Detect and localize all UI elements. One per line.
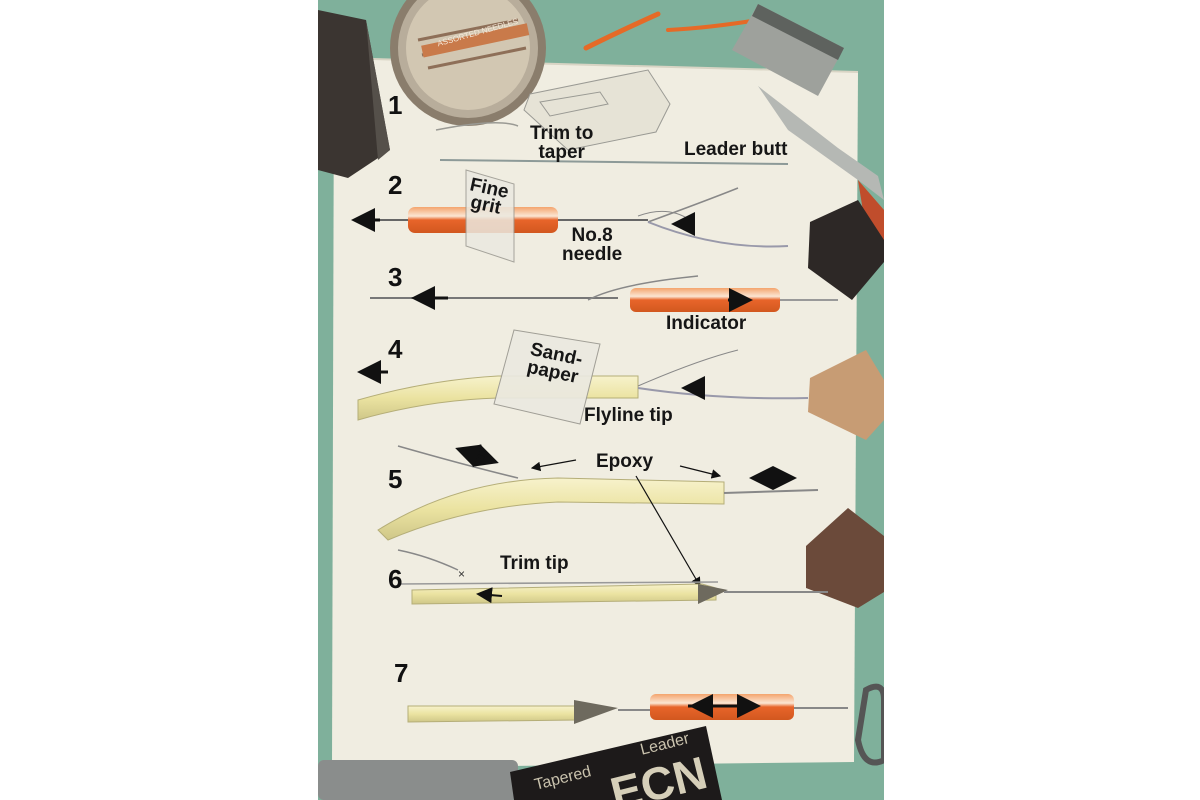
step-number-2: 2	[388, 170, 403, 200]
step-number-7: 7	[394, 658, 409, 688]
label-trim-to-taper: Trim to taper	[530, 123, 594, 163]
label-leader-butt: Leader butt	[684, 139, 788, 160]
step5-drawing	[377, 443, 819, 588]
bottom-tin	[318, 760, 518, 800]
dark-block	[808, 200, 884, 300]
sandpaper-piece-light	[808, 350, 884, 440]
step-number-1: 1	[388, 90, 403, 120]
label-indicator: Indicator	[666, 313, 747, 334]
illustration-scene: × ASSORTED NEEDLES 1 2 3 4 5 6 7 Trim to…	[318, 0, 884, 800]
step1-drawing	[435, 69, 671, 151]
pliers	[758, 86, 884, 200]
sandpaper-piece-dark	[806, 508, 884, 608]
razor-blade	[732, 4, 844, 96]
step-number-3: 3	[388, 262, 403, 292]
step-number-6: 6	[388, 564, 403, 594]
step6-drawing: ×	[397, 549, 828, 605]
scissors-handle	[854, 683, 884, 766]
scene-drawing: ×	[318, 0, 884, 800]
step-number-4: 4	[388, 334, 403, 364]
label-flyline-tip: Flyline tip	[584, 405, 673, 426]
step-number-5: 5	[388, 464, 403, 494]
step7-drawing	[407, 694, 848, 724]
svg-text:×: ×	[458, 567, 465, 581]
label-fine-grit: Fine grit	[468, 174, 511, 219]
label-trim-tip: Trim tip	[500, 553, 569, 574]
label-no8-needle: No.8 needle	[562, 225, 623, 265]
step3-drawing	[370, 275, 838, 312]
step2-drawing	[351, 169, 789, 263]
step4-drawing	[357, 329, 809, 425]
label-epoxy: Epoxy	[596, 451, 654, 472]
leader-package	[510, 726, 722, 800]
tube-step3	[630, 288, 780, 312]
sharpening-stone	[318, 10, 390, 178]
